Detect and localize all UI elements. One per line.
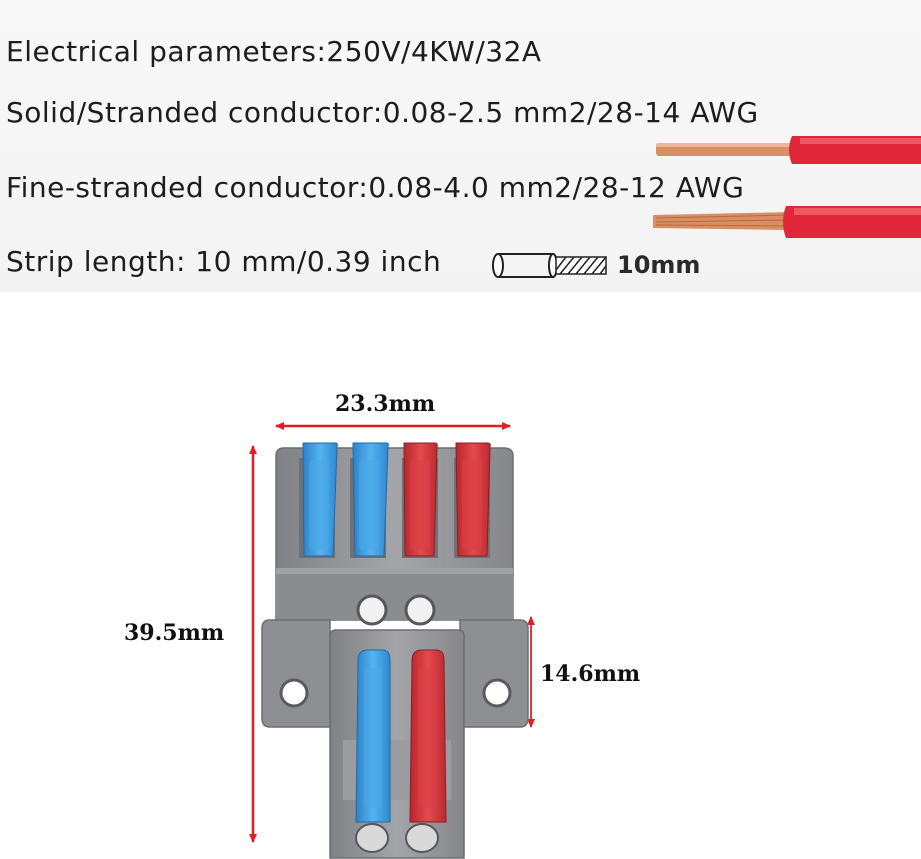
lower-lever-blue — [355, 649, 391, 823]
upper-lever-blue-2 — [350, 442, 389, 558]
strip-length-text: Strip length: 10 mm/0.39 inch — [6, 245, 442, 278]
wire-illustrations — [492, 136, 921, 278]
strip-length-diagram — [492, 253, 607, 278]
fine-stranded-wire-image — [653, 206, 921, 238]
upper-lever-blue-1 — [299, 442, 338, 558]
height-dimension-label: 39.5mm — [124, 620, 225, 646]
screw-hole-left — [356, 594, 388, 626]
electrical-parameters-text: Electrical parameters:250V/4KW/32A — [6, 35, 542, 68]
width-dimension-label: 23.3mm — [335, 391, 436, 417]
fine-conductor-text: Fine-stranded conductor:0.08-4.0 mm2/28-… — [6, 171, 745, 204]
lower-lever-red — [409, 649, 447, 823]
upper-lever-red-1 — [402, 442, 438, 558]
strip-length-diagram-label: 10mm — [617, 251, 701, 279]
mounting-ears — [261, 619, 529, 728]
solid-wire-image — [656, 136, 921, 164]
screw-hole-right — [404, 594, 436, 626]
solid-conductor-text: Solid/Stranded conductor:0.08-2.5 mm2/28… — [6, 96, 759, 129]
sub-height-dimension-label: 14.6mm — [540, 661, 641, 687]
upper-lever-red-2 — [454, 442, 491, 558]
